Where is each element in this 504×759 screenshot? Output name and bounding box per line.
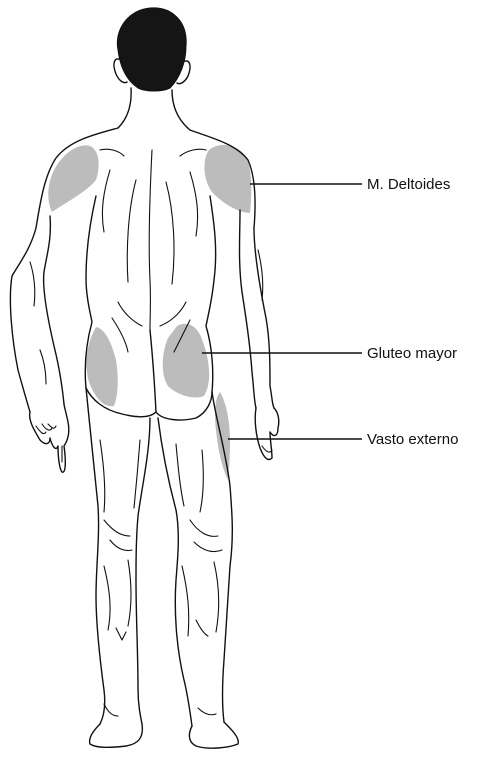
neck-left: [118, 88, 131, 128]
left-leg-outer: [86, 388, 105, 724]
right-leg-inner: [158, 418, 192, 726]
spine-line: [149, 150, 152, 330]
calf-right: [182, 562, 219, 636]
label-deltoid: M. Deltoides: [367, 176, 450, 193]
knee-left: [104, 520, 132, 551]
scapula-lines: [100, 149, 206, 156]
back-contour-right: [166, 172, 198, 284]
calf-left: [104, 560, 131, 640]
left-arm-inner: [44, 216, 64, 404]
gluteal-cleft: [150, 330, 156, 412]
neck-right: [172, 90, 190, 130]
leader-lines: [202, 184, 362, 439]
right-foot: [189, 722, 238, 748]
thigh-lines: [100, 440, 203, 512]
ankle-lines: [104, 704, 216, 716]
right-hand-fingers: [262, 446, 272, 452]
right-arm-inner: [240, 210, 257, 408]
label-vastus: Vasto externo: [367, 431, 458, 448]
label-gluteus: Gluteo mayor: [367, 345, 457, 362]
deltoid-area-left: [48, 145, 98, 212]
labels: M. Deltoides Gluteo mayor Vasto externo: [367, 176, 458, 448]
knee-right: [190, 520, 222, 552]
back-contour-left: [102, 170, 136, 282]
gluteus-area-right: [163, 324, 209, 398]
gluteus-area-left: [86, 327, 117, 406]
body-outline: [10, 128, 278, 748]
hair: [117, 8, 186, 91]
arm-details: [30, 250, 263, 384]
head: [114, 8, 190, 130]
left-foot: [90, 724, 143, 747]
left-hand: [30, 404, 69, 472]
